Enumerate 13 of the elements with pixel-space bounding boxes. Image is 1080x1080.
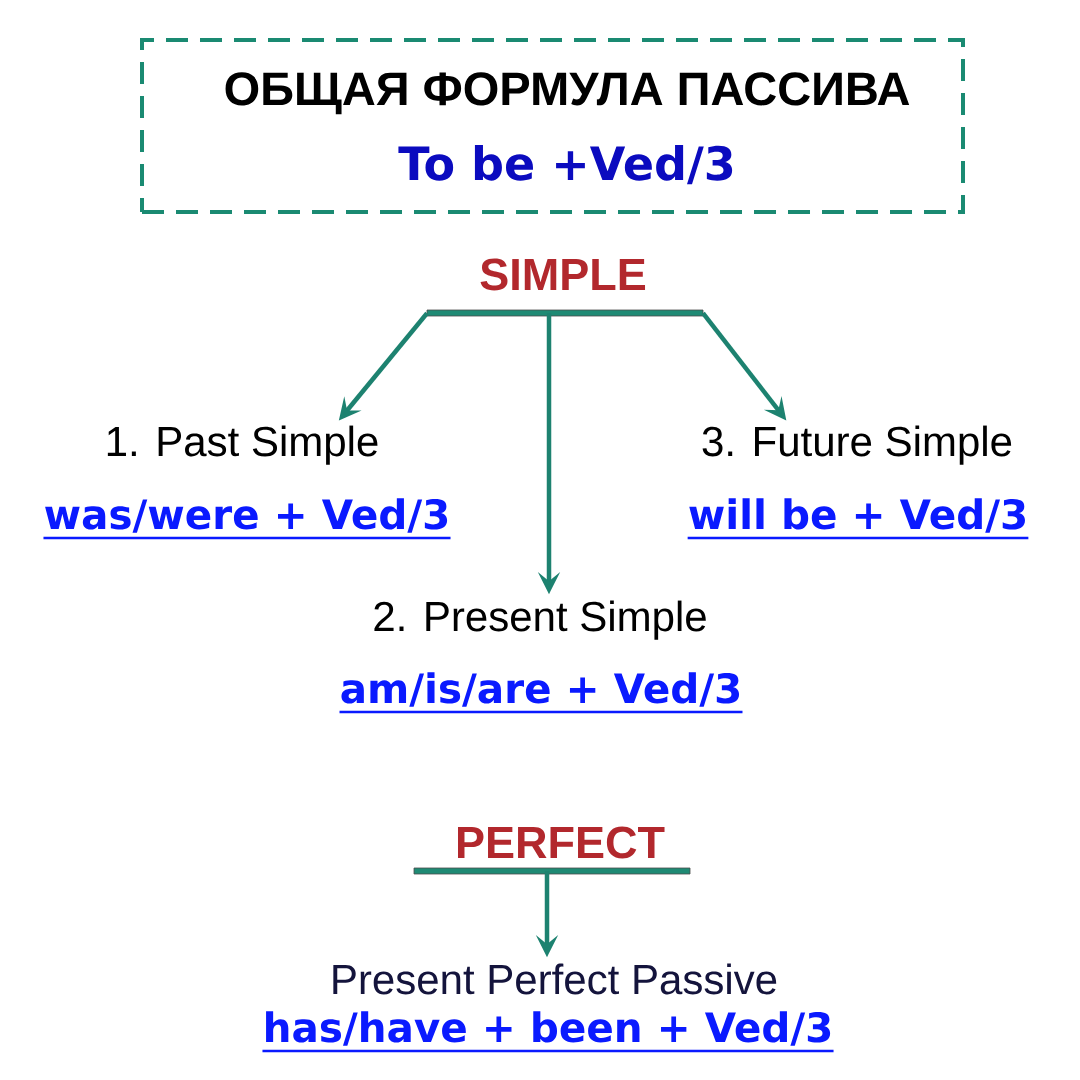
tense-name: Present Perfect Passive bbox=[333, 963, 777, 995]
tense-name: 1. Past Simple bbox=[107, 425, 378, 465]
tense-name: 2. Present Simple bbox=[374, 600, 706, 640]
formula: was/were + Ved/3 bbox=[43, 498, 451, 540]
section-heading: SIMPLE bbox=[480, 258, 646, 291]
tense-name: 3. Future Simple bbox=[702, 425, 1012, 465]
section-heading: PERFECT bbox=[458, 826, 665, 859]
heading: ОБЩАЯ ФОРМУЛА ПАССИВА bbox=[225, 72, 910, 115]
formula: has/have + been + Ved/3 bbox=[262, 1011, 834, 1053]
formula: To be +Ved/3 bbox=[398, 145, 733, 185]
formula: will be + Ved/3 bbox=[687, 498, 1029, 540]
formula-box bbox=[140, 38, 965, 214]
formula: am/is/are + Ved/3 bbox=[339, 672, 743, 714]
